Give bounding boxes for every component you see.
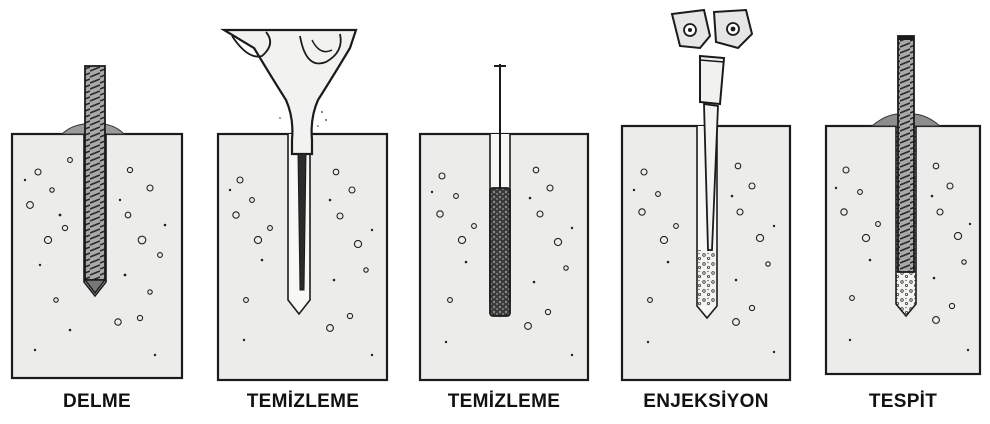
- step-label-fixing: TESPİT: [869, 391, 937, 413]
- mortar-fill: [698, 250, 716, 306]
- brush-icon: [490, 64, 510, 316]
- step-label-brushing: TEMİZLEME: [448, 391, 560, 413]
- panel-brushing: [420, 64, 588, 380]
- anchor-rod-icon: [898, 36, 914, 272]
- step-label-injection: ENJEKSİYON: [643, 391, 768, 413]
- step-label-drilling: DELME: [63, 391, 131, 413]
- panel-blow-out: [218, 30, 387, 380]
- panel-fixing: [826, 36, 980, 374]
- drilling-icon: [85, 66, 105, 293]
- panel-drilling: [12, 66, 182, 378]
- step-label-blow-out: TEMİZLEME: [247, 391, 359, 413]
- panel-injection: [622, 10, 790, 380]
